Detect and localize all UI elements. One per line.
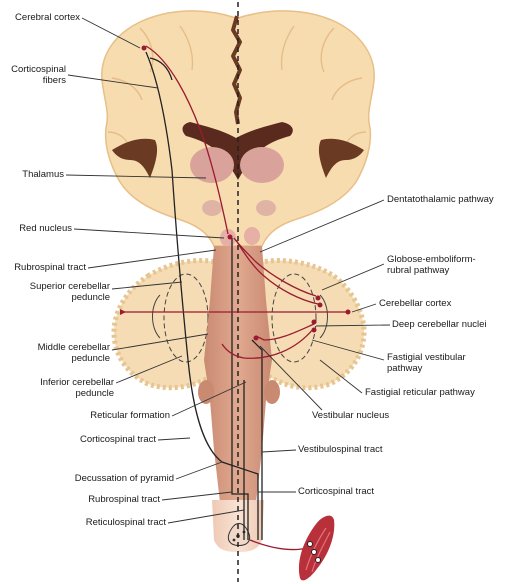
leader-corticospinal-left [157, 437, 191, 441]
leader-inferior-peduncle [115, 355, 183, 384]
vestibulospinal-tract-path [251, 339, 263, 540]
label-inferior-cerebellar-peduncle: Inferior cerebellar peduncle [40, 377, 114, 399]
leader-cerebral-cortex [81, 17, 141, 49]
lateral-sulcus-left [112, 138, 158, 178]
label-reticular-formation: Reticular formation [90, 410, 170, 421]
longitudinal-fissure [231, 15, 242, 125]
label-cerebellar-cortex: Cerebellar cortex [379, 298, 452, 309]
subthalamic-left [202, 200, 222, 216]
label-deep-cerebellar-nuclei: Deep cerebellar nuclei [392, 319, 487, 330]
label-corticospinal-tract-right: Corticospinal tract [298, 486, 375, 497]
leader-decussation [175, 461, 223, 480]
gyrus-line [331, 77, 363, 101]
peduncle-ring-right [271, 273, 317, 363]
leader-deep-cerebellar-nuclei [315, 324, 391, 327]
leader-globose-emboliform [321, 263, 385, 291]
thalamus-right [240, 147, 284, 183]
peduncle-arc-right [319, 294, 328, 339]
corticospinal-fibers-path [149, 57, 173, 81]
red-nucleus-right [244, 227, 260, 245]
leader-reticular-formation [171, 381, 247, 417]
label-vestibulospinal-tract: Vestibulospinal tract [298, 444, 383, 455]
olive-left [198, 380, 214, 404]
label-corticospinal-fibers: Corticospinal fibers [11, 64, 66, 86]
label-corticospinal-tract-left: Corticospinal tract [79, 434, 156, 445]
leader-lines [65, 17, 391, 524]
cerebellar-pathways [122, 45, 350, 551]
leader-superior-peduncle [111, 281, 183, 290]
peduncle-arc-left [152, 294, 161, 339]
leader-vestibulospinal [261, 449, 297, 453]
label-middle-cerebellar-peduncle: Middle cerebellar peduncle [37, 342, 110, 364]
label-superior-cerebellar-peduncle: Superior cerebellar peduncle [29, 281, 110, 303]
gyrus-line [320, 27, 335, 73]
skeletal-muscle [298, 515, 335, 581]
leader-cerebellar-cortex [351, 303, 377, 313]
peduncle-ring-left [163, 273, 209, 363]
label-reticulospinal-tract: Reticulospinal tract [85, 517, 166, 528]
olive-right [264, 380, 280, 404]
rubrospinal-tract-path [231, 238, 249, 540]
leader-dentatothalamic [259, 199, 385, 253]
fastigial-reticular-path [221, 327, 315, 359]
label-fastigial-vestibular-pathway: Fastigial vestibular pathway [387, 352, 466, 374]
leader-corticospinal-fibers [67, 74, 159, 89]
leader-rubrospinal-lower [161, 491, 233, 501]
label-decussation-of-pyramid: Decussation of pyramid [74, 473, 174, 484]
globose-emboliform-path [235, 239, 319, 305]
label-cerebral-cortex: Cerebral cortex [15, 12, 80, 23]
gyrus-line [280, 25, 295, 71]
subthalamic-right [256, 200, 276, 216]
label-fastigial-reticular-pathway: Fastigial reticular pathway [365, 387, 475, 398]
label-vestibular-nucleus: Vestibular nucleus [312, 410, 390, 421]
gyrus-line [179, 25, 194, 71]
lateral-sulcus-right [318, 138, 364, 178]
label-rubrospinal-tract-upper: Rubrospinal tract [14, 262, 86, 273]
label-rubrospinal-tract-lower: Rubrospinal tract [88, 494, 160, 505]
leader-reticulospinal [167, 509, 245, 524]
pathway-nuclei [120, 45, 351, 341]
cortico-pathway-red [145, 45, 229, 235]
fastigial-vestibular-path [255, 323, 315, 341]
corticospinal-tract-path [145, 51, 259, 540]
label-thalamus: Thalamus [22, 169, 64, 180]
leader-fastigial-reticular [319, 359, 363, 394]
leader-middle-peduncle [111, 333, 209, 351]
gyrus-line [111, 77, 143, 101]
label-dentatothalamic-pathway: Dentatothalamic pathway [387, 194, 494, 205]
label-red-nucleus: Red nucleus [19, 223, 72, 234]
descending-tracts [145, 51, 263, 540]
leader-red-nucleus [73, 228, 225, 239]
leader-fastigial-vestibular [311, 339, 385, 361]
leader-thalamus [65, 174, 207, 179]
leader-vestibular-nucleus [259, 345, 323, 411]
leader-rubrospinal-upper [87, 249, 217, 269]
label-globose-emboliform-rubral-pathway: Globose-emboliform- rubral pathway [387, 254, 476, 276]
